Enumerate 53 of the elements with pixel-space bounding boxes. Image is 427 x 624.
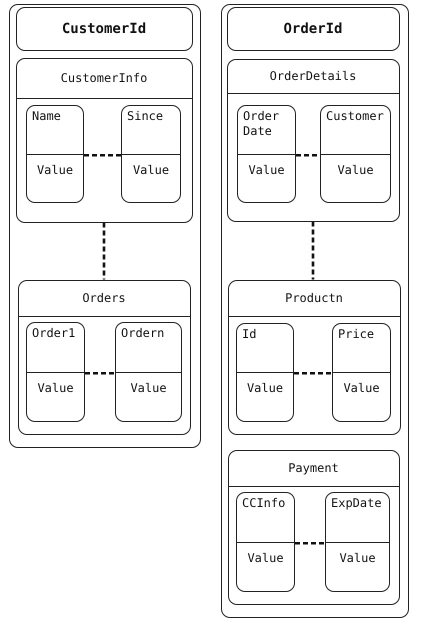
field-card	[237, 105, 296, 203]
connector	[294, 372, 332, 375]
field-name: Since	[127, 109, 164, 123]
field-name: Ordern	[121, 326, 164, 340]
key-box	[16, 6, 192, 50]
group-title: CustomerInfo	[60, 71, 148, 85]
key-label: CustomerId	[62, 20, 146, 36]
key-label: OrderId	[283, 20, 342, 36]
connector	[85, 372, 115, 375]
field-card	[236, 492, 295, 592]
field-card	[26, 322, 85, 422]
group-panel	[228, 450, 400, 604]
field-value: Value	[37, 381, 74, 395]
group-panel	[16, 58, 192, 222]
field-value: Value	[130, 381, 167, 395]
group-title: Orders	[82, 291, 126, 305]
record-panel	[9, 4, 201, 448]
field-value: Value	[246, 381, 284, 395]
group-panel	[228, 280, 400, 434]
connector	[295, 542, 325, 545]
field-card	[332, 323, 391, 422]
group-title: OrderDetails	[270, 69, 356, 83]
field-card	[320, 105, 391, 203]
field-value: Value	[247, 551, 284, 565]
field-card	[121, 105, 181, 203]
connector	[296, 154, 320, 157]
field-card	[115, 322, 182, 422]
field-name: Order1	[32, 326, 76, 340]
group-panel	[18, 280, 190, 434]
record-panel	[221, 4, 409, 618]
field-value: Value	[36, 163, 74, 177]
field-name: Price	[338, 327, 374, 341]
field-card	[26, 105, 84, 203]
field-value: Value	[343, 381, 380, 395]
connector	[84, 154, 121, 157]
group-title: Productn	[285, 291, 343, 305]
key-box	[226, 6, 400, 50]
field-name: ExpDate	[331, 496, 382, 510]
field-value: Value	[337, 163, 374, 177]
group-title: Payment	[288, 461, 339, 475]
field-name: Name	[32, 109, 61, 123]
group-panel	[226, 58, 400, 222]
connector	[312, 222, 314, 280]
field-name: Customer	[326, 109, 384, 123]
field-value: Value	[132, 163, 170, 177]
field-name: CCInfo	[242, 496, 286, 510]
connector	[102, 222, 106, 280]
field-name: Order Date	[243, 109, 280, 138]
field-value: Value	[339, 551, 376, 565]
field-name: Id	[242, 327, 256, 341]
field-card	[325, 492, 390, 592]
field-card	[236, 323, 294, 422]
field-value: Value	[248, 163, 285, 177]
